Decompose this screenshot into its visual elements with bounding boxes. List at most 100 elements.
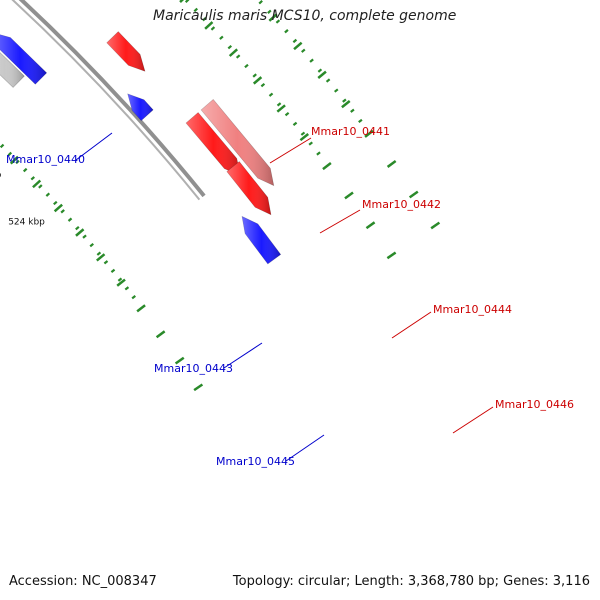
tick-dot <box>317 68 323 73</box>
tick-dot <box>300 131 306 136</box>
gene-0444-shading <box>106 31 145 72</box>
tick-dot <box>325 78 331 83</box>
tick-mark <box>75 228 85 237</box>
tick-mark <box>386 160 397 168</box>
accession-text: Accession: NC_008347 <box>9 574 157 589</box>
tick-mark <box>204 21 214 30</box>
tick-dot <box>292 121 298 126</box>
tick-dot <box>276 102 282 107</box>
gene-label: Mmar10_0441 <box>311 125 390 138</box>
tick-dot <box>15 159 20 165</box>
tick-dot <box>96 251 102 256</box>
tick-dot <box>45 192 51 197</box>
tick-mark <box>193 383 204 392</box>
tick-dot <box>193 7 198 13</box>
tick-mark <box>317 70 327 79</box>
tick-dot <box>22 167 28 173</box>
tick-dot <box>284 29 289 34</box>
gene-label: Mmar10_0442 <box>362 198 441 211</box>
tick-mark <box>365 221 376 230</box>
tick-mark <box>179 0 185 3</box>
gene-label: Mmar10_0445 <box>216 455 295 468</box>
genome-backbone-inner <box>11 0 201 201</box>
gene-leader-line <box>269 137 312 164</box>
gene-label: Mmar10_0440 <box>6 153 85 166</box>
tick-dot <box>309 58 314 63</box>
tick-dot <box>252 73 257 78</box>
tick-mark <box>299 132 310 142</box>
tick-dot <box>202 16 207 22</box>
tick-dot <box>275 19 281 24</box>
tick-dot <box>358 118 363 124</box>
tick-dot <box>184 0 190 3</box>
tick-dot <box>110 268 116 274</box>
tick-dot <box>342 98 347 103</box>
tick-dot <box>103 260 109 265</box>
tick-mark <box>252 76 263 85</box>
tick-dot <box>131 294 136 300</box>
tick-dot <box>334 88 339 93</box>
tick-label: 523 kbp <box>0 170 2 180</box>
tick-mark <box>136 304 146 313</box>
gene-red-lower-1-shading <box>186 112 241 176</box>
tick-dot <box>53 200 58 206</box>
gene-leader-line <box>75 132 113 161</box>
tick-dot <box>67 217 73 222</box>
tick-mark <box>322 162 332 171</box>
tick-mark <box>116 278 126 287</box>
gene-0443-shading <box>0 34 47 85</box>
tick-dot <box>219 35 224 40</box>
gene-red-lower-2-shading <box>226 161 271 215</box>
gene-leader-line <box>391 311 432 339</box>
tick-dot <box>260 82 266 88</box>
genome-backbone <box>18 0 206 198</box>
tick-dot <box>268 92 274 97</box>
tick-dot <box>82 234 87 239</box>
tick-dot <box>30 176 35 181</box>
tick-dot <box>258 0 263 5</box>
gene-label: Mmar10_0444 <box>433 303 512 316</box>
tick-dot <box>284 111 290 117</box>
gene-light-grey-shading <box>0 52 25 88</box>
gene-label: Mmar10_0446 <box>495 398 574 411</box>
tick-mark <box>228 48 238 57</box>
tick-mark <box>386 251 397 260</box>
gene-label: Mmar10_0443 <box>154 362 233 375</box>
tick-mark <box>364 129 374 138</box>
tick-dot <box>308 141 313 146</box>
tick-mark <box>341 100 351 109</box>
tick-dot <box>316 151 321 156</box>
tick-mark <box>408 190 419 199</box>
gene-leader-line <box>223 342 263 369</box>
tick-label: 524 kbp <box>8 218 45 228</box>
tick-dot <box>227 44 233 50</box>
gene-blue-bottom-shading <box>242 216 281 264</box>
tick-dot <box>89 242 94 248</box>
tick-dot <box>117 277 123 282</box>
tick-dot <box>244 63 249 69</box>
gene-leader-line <box>285 434 325 462</box>
gene-leader-line <box>452 406 494 434</box>
gene-leader-line <box>319 209 361 234</box>
tick-dot <box>0 143 5 149</box>
tick-mark <box>155 330 166 339</box>
tick-dot <box>292 38 298 44</box>
tick-mark <box>293 41 303 51</box>
topology-text: Topology: circular; Length: 3,368,780 bp… <box>232 574 590 589</box>
gene-0446-shading <box>201 99 274 186</box>
tick-dot <box>350 108 355 113</box>
tick-mark <box>32 179 42 189</box>
tick-dot <box>267 9 272 14</box>
tick-dot <box>7 151 13 157</box>
tick-dot <box>301 48 306 53</box>
tick-mark <box>53 203 63 213</box>
tick-mark <box>430 221 441 230</box>
gene-0445-shading <box>127 93 154 121</box>
tick-mark <box>96 253 106 262</box>
tick-mark <box>276 104 286 113</box>
tick-dot <box>38 184 43 189</box>
map-title: Maricaulis maris MCS10, complete genome <box>153 8 457 24</box>
tick-mark <box>344 191 354 200</box>
tick-dot <box>60 209 65 214</box>
